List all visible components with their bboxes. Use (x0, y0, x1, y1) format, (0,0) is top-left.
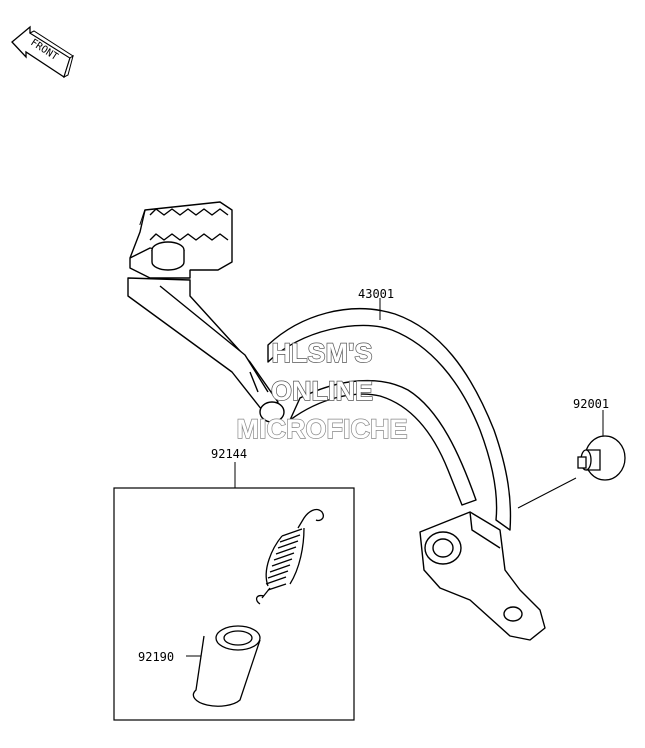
part-number-92144: 92144 (211, 447, 247, 461)
spring-set-box (113, 487, 355, 721)
part-number-92190: 92190 (138, 650, 174, 664)
watermark-line-2: ONLINE (271, 376, 373, 406)
brake-pedal-drawing (127, 201, 546, 641)
leader-lines (186, 298, 604, 657)
part-number-92001: 92001 (573, 397, 609, 411)
watermark-line-3: MICROFICHE (237, 414, 408, 444)
collar-drawing (192, 625, 261, 707)
front-arrow-icon: FRONT (11, 25, 74, 79)
watermark-line-1: HLSM'S (272, 338, 373, 368)
spring-drawing (255, 508, 324, 605)
watermark: HLSM'S ONLINE MICROFICHE (236, 337, 408, 444)
part-number-43001: 43001 (358, 287, 394, 301)
bolt-drawing (577, 435, 626, 481)
